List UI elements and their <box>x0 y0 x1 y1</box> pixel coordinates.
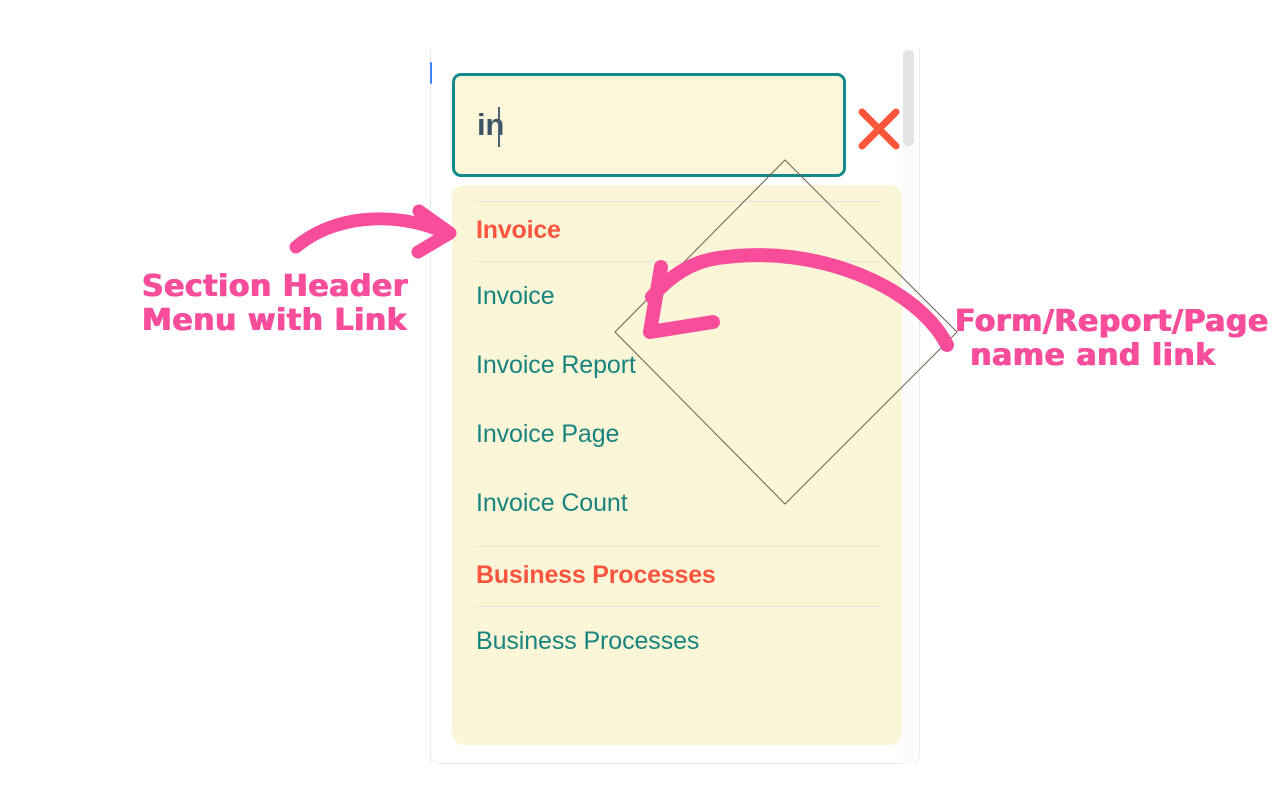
text-caret <box>498 107 500 147</box>
panel-left-border <box>430 48 431 764</box>
result-item-invoice-report[interactable]: Invoice Report <box>476 351 636 379</box>
result-item-invoice-page[interactable]: Invoice Page <box>476 420 620 448</box>
search-field-wrapper <box>452 73 846 177</box>
result-item-business-processes[interactable]: Business Processes <box>476 627 700 655</box>
search-input[interactable] <box>452 73 846 177</box>
result-item-invoice[interactable]: Invoice <box>476 282 555 310</box>
dropdown-gap <box>452 538 902 546</box>
search-results-dropdown: Invoice Invoice Invoice Report Invoice P… <box>452 185 902 745</box>
separator <box>474 546 880 547</box>
close-icon[interactable] <box>856 106 902 152</box>
annotation-label-form-report-page: Form/Report/Page name and link <box>955 304 1269 373</box>
section-header-business-processes[interactable]: Business Processes <box>476 561 716 589</box>
blue-accent-marker <box>430 62 432 84</box>
panel-scrollbar-track[interactable] <box>903 48 914 764</box>
section-header-invoice[interactable]: Invoice <box>476 216 561 244</box>
result-item-invoice-count[interactable]: Invoice Count <box>476 489 628 517</box>
separator <box>474 606 880 607</box>
arrow-left-annotation <box>289 204 457 259</box>
dropdown-top-padding <box>452 185 902 201</box>
annotation-label-section-header: Section Header Menu with Link <box>142 269 409 338</box>
panel-scrollbar-thumb[interactable] <box>903 50 914 146</box>
